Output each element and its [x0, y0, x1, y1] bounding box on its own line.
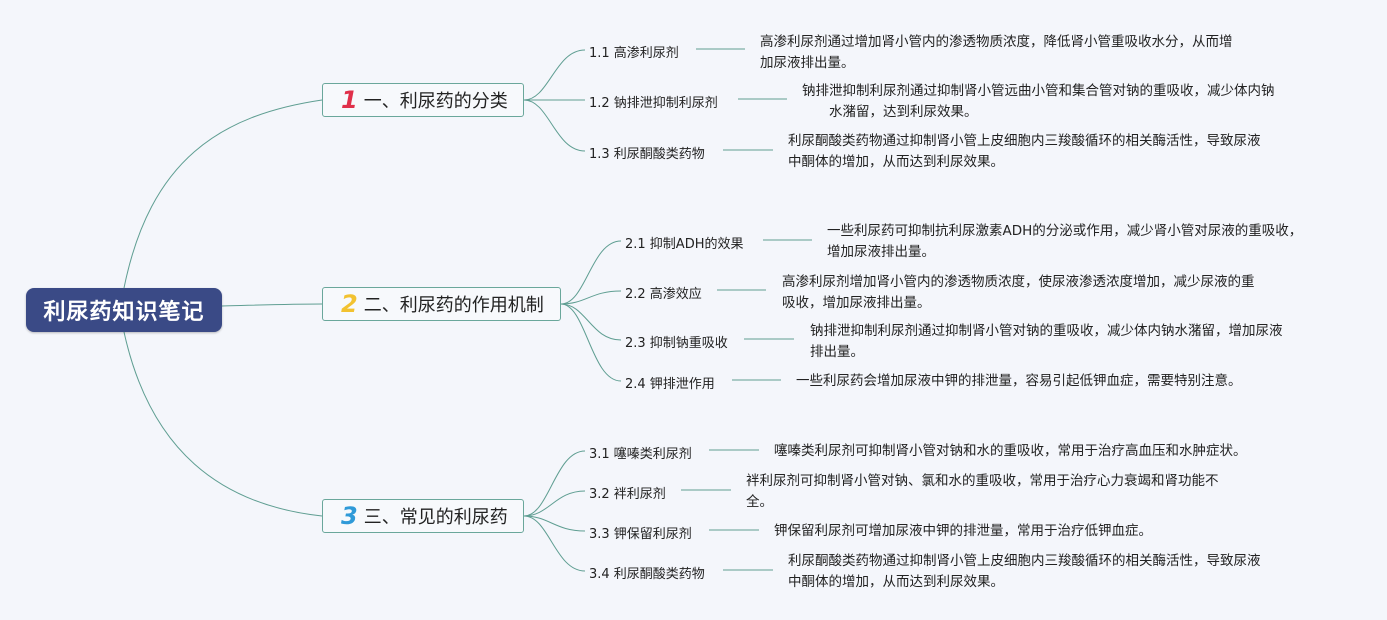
subtopic-1-3[interactable]: 1.3 利尿酮酸类药物 — [589, 147, 705, 162]
connector-root-branch-2 — [221, 303, 323, 307]
connector-root-branch-1 — [123, 99, 323, 289]
subtopic-1-1[interactable]: 1.1 高渗利尿剂 — [589, 46, 679, 61]
description-2-1: 一些利尿药可抑制抗利尿激素ADH的分泌或作用，减少肾小管对尿液的重吸收，增加尿液… — [827, 223, 1303, 260]
description-1-2: 钠排泄抑制利尿剂通过抑制肾小管远曲小管和集合管对钠的重吸收，减少体内钠水潴留，达… — [802, 83, 1275, 120]
connector-branch-3-4 — [523, 515, 586, 572]
subtopic-2-3[interactable]: 2.3 抑制钠重吸收 — [625, 336, 728, 351]
description-3-2: 袢利尿剂可抑制肾小管对钠、氯和水的重吸收，常用于治疗心力衰竭和肾功能不全。 — [746, 473, 1219, 510]
subtopic-2-1[interactable]: 2.1 抑制ADH的效果 — [625, 237, 744, 252]
description-3-4: 利尿酮酸类药物通过抑制肾小管上皮细胞内三羧酸循环的相关酶活性，导致尿液中酮体的增… — [788, 553, 1261, 590]
subtopic-3-3[interactable]: 3.3 钾保留利尿剂 — [589, 527, 692, 542]
subtopic-1-2[interactable]: 1.2 钠排泄抑制利尿剂 — [589, 96, 718, 111]
description-2-3: 钠排泄抑制利尿剂通过抑制肾小管对钠的重吸收，减少体内钠水潴留，增加尿液排出量。 — [810, 323, 1283, 360]
description-2-4: 一些利尿药会增加尿液中钾的排泄量，容易引起低钾血症，需要特别注意。 — [796, 373, 1242, 389]
number-two-icon: 2 — [341, 290, 358, 318]
connector-branch-2-2 — [560, 290, 622, 305]
connector-branch-3-3 — [523, 515, 586, 532]
description-3-1: 噻嗪类利尿剂可抑制肾小管对钠和水的重吸收，常用于治疗高血压和水肿症状。 — [774, 443, 1247, 459]
number-three-icon: 3 — [341, 502, 358, 530]
connector-root-branch-3 — [123, 331, 323, 517]
branch-label: 一、利尿药的分类 — [363, 91, 508, 112]
root-topic[interactable]: 利尿药知识笔记 — [26, 288, 222, 332]
connector-branch-2-1 — [560, 240, 622, 305]
connector-branch-3-2 — [523, 490, 586, 517]
branch-topic-mechanism[interactable]: 2 二、利尿药的作用机制 — [322, 287, 561, 321]
connector-branch-1-3 — [523, 99, 586, 152]
number-one-icon: 1 — [341, 86, 358, 114]
connector-branch-2-3 — [560, 303, 622, 341]
connector-branch-1-1 — [523, 49, 586, 101]
description-1-3: 利尿酮酸类药物通过抑制肾小管上皮细胞内三羧酸循环的相关酶活性，导致尿液中酮体的增… — [788, 133, 1261, 170]
connector-branch-2-4 — [560, 303, 622, 382]
connector-branch-3-1 — [523, 450, 586, 517]
branch-topic-common-drugs[interactable]: 3 三、常见的利尿药 — [322, 499, 524, 533]
subtopic-2-4[interactable]: 2.4 钾排泄作用 — [625, 377, 715, 392]
description-2-2: 高渗利尿剂增加肾小管内的渗透物质浓度，使尿液渗透浓度增加，减少尿液的重吸收，增加… — [782, 274, 1255, 311]
branch-topic-classification[interactable]: 1 一、利尿药的分类 — [322, 83, 524, 117]
subtopic-3-1[interactable]: 3.1 噻嗪类利尿剂 — [589, 447, 692, 462]
branch-label: 二、利尿药的作用机制 — [363, 295, 544, 316]
subtopic-2-2[interactable]: 2.2 高渗效应 — [625, 287, 702, 302]
description-3-3: 钾保留利尿剂可增加尿液中钾的排泄量，常用于治疗低钾血症。 — [774, 523, 1152, 539]
subtopic-3-2[interactable]: 3.2 袢利尿剂 — [589, 487, 666, 502]
subtopic-3-4[interactable]: 3.4 利尿酮酸类药物 — [589, 567, 705, 582]
branch-label: 三、常见的利尿药 — [363, 507, 508, 528]
description-1-1: 高渗利尿剂通过增加肾小管内的渗透物质浓度，降低肾小管重吸收水分，从而增加尿液排出… — [760, 34, 1233, 71]
